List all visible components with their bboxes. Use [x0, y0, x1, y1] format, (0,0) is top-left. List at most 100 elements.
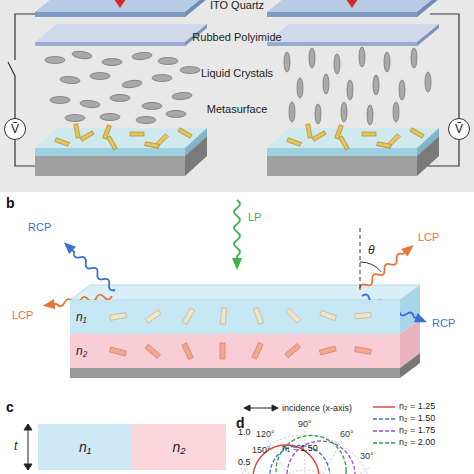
- parameter-note: n₁ = 1.50: [282, 444, 318, 453]
- polar-grid: [235, 430, 375, 474]
- angle-marker: [360, 228, 361, 290]
- lc-cell-on: [267, 0, 439, 176]
- lc-molecule-on: [425, 72, 431, 92]
- lc-molecule-on: [284, 47, 431, 125]
- thickness-dimension: [28, 428, 29, 466]
- incidence-arrow: [248, 408, 274, 409]
- polar-grid: [240, 468, 305, 474]
- lc-molecule-on: [384, 52, 390, 72]
- polar-curve: [276, 436, 346, 474]
- lc-molecule-on: [347, 80, 353, 100]
- layer-name: Liquid Crystals: [201, 68, 273, 79]
- dimension-label: t: [14, 440, 17, 452]
- lc-molecule-off: [136, 117, 156, 124]
- lc-molecule-on: [373, 75, 379, 95]
- angle-marker: [360, 228, 381, 290]
- polarization-label: LP: [248, 212, 261, 223]
- lc-molecule-off: [50, 97, 70, 104]
- incidence-arrow: [244, 405, 278, 411]
- axis-note: incidence (x-axis): [282, 404, 352, 413]
- node-label: Ṽ: [455, 123, 463, 135]
- layer-band: n₁: [70, 300, 400, 334]
- lc-molecule-off: [60, 76, 81, 85]
- legend-line: [372, 439, 396, 447]
- lc-molecule-on: [309, 48, 315, 68]
- lc-molecule-off: [142, 103, 162, 110]
- lc-molecule-on: [323, 74, 329, 94]
- polarization-label: LCP: [12, 310, 33, 321]
- thickness-dimension: [24, 424, 32, 430]
- lc-molecule-on: [284, 52, 290, 72]
- node-label: n₂: [172, 440, 185, 454]
- circuit-wire: [428, 140, 459, 166]
- lc-molecule-off: [100, 114, 120, 121]
- circuit-wire: [15, 140, 35, 166]
- legend-text: n₂ = 1.25: [399, 402, 435, 411]
- polarization-label: LCP: [418, 232, 439, 243]
- voltage-source: Ṽ: [448, 118, 470, 140]
- legend-line: [373, 442, 395, 443]
- lc-molecule-on: [411, 48, 417, 68]
- lc-molecule-off: [110, 95, 130, 102]
- layer-name: Rubbed Polyimide: [192, 32, 281, 43]
- lc-molecule-off: [172, 92, 193, 101]
- lp-arrow: [232, 200, 242, 270]
- legend-line: [372, 415, 396, 423]
- layer-box: n₁: [38, 424, 132, 470]
- legend-line: [373, 430, 395, 431]
- lc-molecule-off: [45, 57, 65, 64]
- lc-molecule-on: [359, 47, 365, 67]
- lc-molecule-on: [297, 78, 303, 98]
- angle-tick: 60°: [340, 430, 354, 439]
- node-label: n₁: [76, 311, 86, 323]
- legend-row: n₂ = 2.00: [372, 438, 435, 447]
- lc-molecule-off: [166, 111, 186, 118]
- slab-top: [70, 285, 420, 300]
- layer-band: n₂: [70, 334, 400, 368]
- circuit-wire: [8, 14, 35, 118]
- lc-molecule-off: [180, 67, 200, 74]
- lc-molecule-off: [90, 73, 110, 80]
- tick-label: 0.5: [238, 458, 251, 467]
- legend-text: n₂ = 1.50: [399, 414, 435, 423]
- voltage-source: Ṽ: [4, 118, 26, 140]
- legend-line: [373, 418, 395, 419]
- angle-tick: 120°: [256, 430, 275, 439]
- angle-tick: 30°: [360, 452, 374, 461]
- node-label: n₂: [76, 345, 87, 357]
- polarization-label: RCP: [28, 222, 51, 233]
- angle-tick: 150°: [252, 446, 271, 455]
- lc-molecule-off: [80, 99, 101, 108]
- lc-molecule-off: [132, 51, 153, 60]
- lc-molecule-on: [367, 105, 373, 125]
- layer-box: n₂: [132, 424, 226, 470]
- rcp-arrow: [60, 239, 118, 294]
- layer-name: Metasurface: [207, 104, 268, 115]
- circuit-wire: [8, 14, 459, 166]
- legend-line: [372, 403, 396, 411]
- thickness-dimension: [24, 464, 32, 470]
- lc-molecule-off: [102, 59, 122, 66]
- lc-molecule-on: [315, 104, 321, 124]
- lc-molecule-off: [158, 58, 178, 65]
- lc-molecule-on: [334, 54, 340, 74]
- slab-base-side: [400, 353, 420, 378]
- incidence-arrow: [244, 405, 250, 411]
- legend-line: [373, 406, 395, 407]
- polarization-label: RCP: [432, 318, 455, 329]
- legend-row: n₂ = 1.75: [372, 426, 435, 435]
- legend-text: n₂ = 2.00: [399, 438, 435, 447]
- incidence-arrow: [272, 405, 278, 411]
- lc-molecule-off: [122, 79, 143, 89]
- legend-row: n₂ = 1.25: [372, 402, 435, 411]
- layer-name: ITO Quartz: [210, 0, 264, 11]
- legend-row: n₂ = 1.50: [372, 414, 435, 423]
- tick-label: 1.0: [238, 428, 251, 437]
- node-label: Ṽ: [11, 123, 19, 135]
- lc-cell-off: [35, 0, 207, 176]
- legend-line: [372, 427, 396, 435]
- lc-molecule-on: [289, 102, 295, 122]
- lc-molecule-off: [152, 75, 172, 82]
- thickness-dimension: [24, 424, 32, 470]
